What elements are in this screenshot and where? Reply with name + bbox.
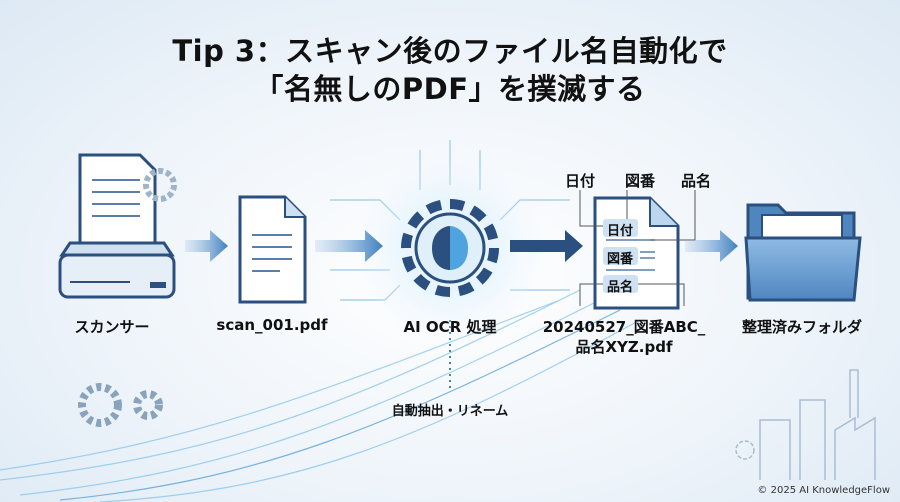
gears-decoration xyxy=(78,383,163,427)
arrow-1 xyxy=(185,230,228,262)
arrow-3 xyxy=(510,230,583,262)
field-label-drawing-no: 図番 xyxy=(624,172,656,190)
step-label-folder: 整理済みフォルダ xyxy=(741,318,863,336)
factory-decoration xyxy=(735,369,876,480)
field-label-product-name: 品名 xyxy=(680,172,712,190)
step-label-renamed-file-line1: 20240527_図番ABC_ xyxy=(542,318,706,336)
page-title-line1: Tip 3：スキャン後のファイル名自動化で xyxy=(172,34,728,68)
field-label-date: 日付 xyxy=(564,172,596,190)
document-icon xyxy=(238,195,307,304)
arrow-2 xyxy=(315,230,383,262)
step-label-scanner: スカンサー xyxy=(74,318,150,336)
inner-field-product-name: 品名 xyxy=(606,280,634,295)
renamed-document-icon xyxy=(579,190,696,310)
scanner-icon xyxy=(58,153,177,299)
folder-icon xyxy=(744,203,862,302)
step-label-renamed-file-line2: 品名XYZ.pdf xyxy=(575,338,673,356)
inner-field-drawing-no: 図番 xyxy=(606,252,634,267)
inner-field-date: 日付 xyxy=(606,224,634,239)
ai-gear-brain-icon xyxy=(401,199,499,297)
footer-copyright: © 2025 AI KnowledgeFlow xyxy=(757,485,890,496)
page-title-line2: 「名無しのPDF」を撲滅する xyxy=(254,72,646,106)
arrow-4 xyxy=(685,230,738,262)
step-label-ai-ocr: AI OCR 処理 xyxy=(403,318,497,336)
step-label-scan-file: scan_001.pdf xyxy=(216,316,328,334)
auto-extract-rename-label: 自動抽出・リネーム xyxy=(391,404,509,419)
